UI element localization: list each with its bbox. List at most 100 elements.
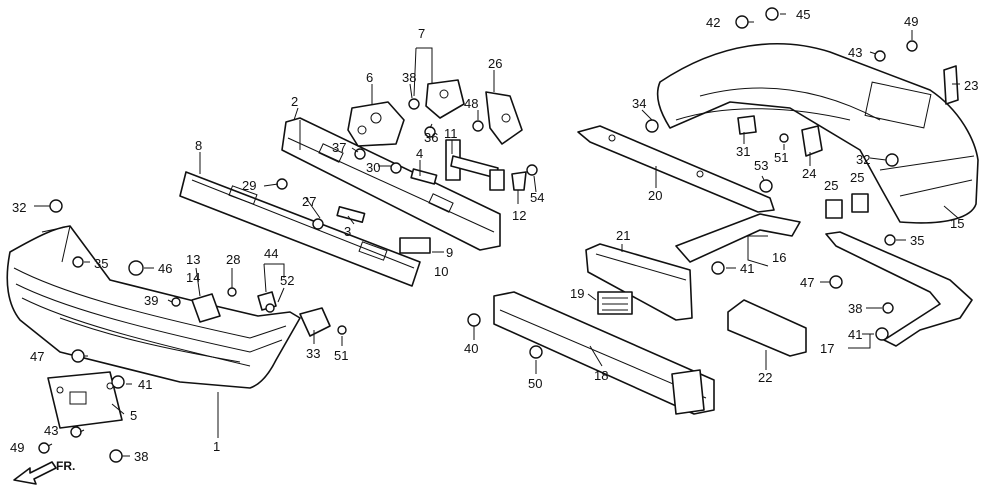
callout-6: 6 [366, 70, 373, 85]
grille-19 [597, 291, 633, 315]
pad-25a [825, 199, 843, 219]
callout-21: 21 [616, 228, 630, 243]
bracket-6 [347, 101, 405, 147]
callout-36: 36 [424, 130, 438, 145]
bolt-49a [38, 442, 50, 454]
clip-47a [71, 349, 85, 363]
absorber-16 [675, 213, 801, 263]
callout-3: 3 [344, 224, 351, 239]
callout-20: 20 [648, 188, 662, 203]
clip-31 [737, 115, 757, 135]
callout-51b: 51 [774, 150, 788, 165]
callout-18: 18 [594, 368, 608, 383]
rear-bumper-face [656, 43, 979, 224]
front-bumper-beam [281, 117, 501, 251]
callout-30: 30 [366, 160, 380, 175]
callout-49b: 49 [904, 14, 918, 29]
callout-35a: 35 [94, 256, 108, 271]
callout-51a: 51 [334, 348, 348, 363]
callout-38b: 38 [402, 70, 416, 85]
leader-lines [34, 13, 960, 457]
callout-15: 15 [950, 216, 964, 231]
callout-45: 45 [796, 7, 810, 22]
clip-35b [884, 234, 896, 246]
clip-35a [72, 256, 84, 268]
callout-50: 50 [528, 376, 542, 391]
clip-45 [765, 7, 779, 21]
callout-38a: 38 [134, 449, 148, 464]
bolt-48 [472, 120, 484, 132]
clip-43a [70, 426, 82, 438]
callout-32a: 32 [12, 200, 26, 215]
callout-42: 42 [706, 15, 720, 30]
bolt-38c [882, 302, 894, 314]
callout-47a: 47 [30, 349, 44, 364]
bolt-49b [906, 40, 918, 52]
callout-25a: 25 [824, 178, 838, 193]
callout-14: 14 [186, 270, 200, 285]
clip-47b [829, 275, 843, 289]
callout-38c: 38 [848, 301, 862, 316]
nut-41b [711, 261, 725, 275]
bolt-50 [529, 345, 543, 359]
callout-53: 53 [754, 158, 768, 173]
plate-9 [399, 237, 431, 254]
bolt-39 [171, 297, 181, 307]
callout-47b: 47 [800, 275, 814, 290]
spacer-4 [410, 168, 438, 185]
bracket-7 [425, 79, 465, 119]
front-absorber [179, 171, 421, 287]
front-direction-arrow: FR. [13, 459, 75, 485]
callout-35b: 35 [910, 233, 924, 248]
callout-33: 33 [306, 346, 320, 361]
callout-32b: 32 [856, 152, 870, 167]
bracket-33 [299, 307, 331, 337]
bolt-30 [390, 162, 402, 174]
callout-34: 34 [632, 96, 646, 111]
lower-molding-17 [825, 231, 973, 347]
callout-19: 19 [570, 286, 584, 301]
hardware [38, 7, 918, 463]
bolt-38a [109, 449, 123, 463]
callout-11: 11 [444, 126, 458, 141]
bracket-13-14 [191, 293, 221, 323]
bolt-29 [276, 178, 288, 190]
nut-41c [875, 327, 889, 341]
callout-46: 46 [158, 261, 172, 276]
callout-4: 4 [416, 146, 423, 161]
callout-37: 37 [332, 140, 346, 155]
callout-44: 44 [264, 246, 278, 261]
callout-52: 52 [280, 273, 294, 288]
callout-2: 2 [291, 94, 298, 109]
callout-16: 16 [772, 250, 786, 265]
rear-stiffener-20 [577, 125, 775, 213]
clip-46 [128, 260, 144, 276]
callout-1: 1 [213, 439, 220, 454]
bracket-23 [943, 65, 959, 105]
clip-32b [885, 153, 899, 167]
nut-54 [526, 164, 538, 176]
callout-27: 27 [302, 194, 316, 209]
nut-53 [759, 179, 773, 193]
bolt-27 [312, 218, 324, 230]
absorber-21 [585, 243, 693, 321]
callout-48: 48 [464, 96, 478, 111]
clip-32a [49, 199, 63, 213]
callout-43a: 43 [44, 423, 58, 438]
callout-40: 40 [464, 341, 478, 356]
bolt-51b [779, 133, 789, 143]
callout-5: 5 [130, 408, 137, 423]
clip-12 [511, 171, 527, 191]
bolt-38b [408, 98, 420, 110]
nut-40 [467, 313, 481, 327]
bracket-24 [801, 125, 823, 157]
absorber-22 [727, 299, 807, 357]
callout-29: 29 [242, 178, 256, 193]
bolt-34 [645, 119, 659, 133]
callout-49a: 49 [10, 440, 24, 455]
bolt-52 [265, 303, 275, 313]
callout-17: 17 [820, 341, 834, 356]
nut-41a [111, 375, 125, 389]
callout-31: 31 [736, 144, 750, 159]
callout-41c: 41 [848, 327, 862, 342]
